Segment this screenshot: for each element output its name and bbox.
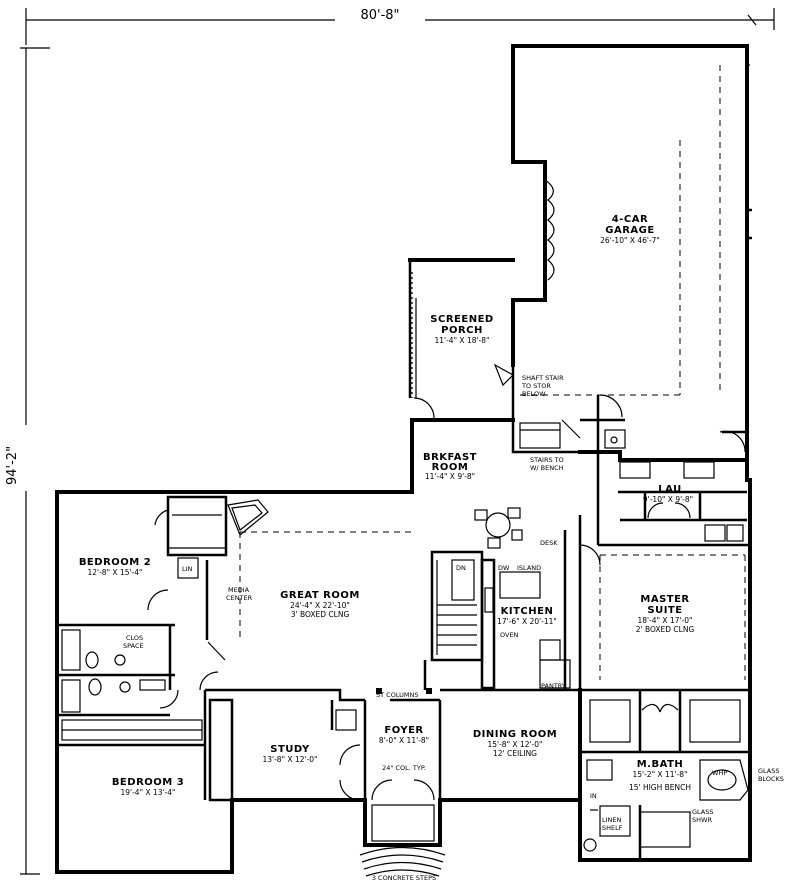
brkfast-name-line1: BRKFAST xyxy=(423,452,477,463)
master-name-line2: SUITE xyxy=(647,605,682,616)
great-room-details xyxy=(205,531,580,702)
oven-label: OVEN xyxy=(500,631,519,639)
storage-stair-label-2: W/ BENCH xyxy=(530,464,564,472)
desk-label: DESK xyxy=(540,539,558,547)
linen-label: LIN xyxy=(182,565,193,573)
room-labels: 4-CAR GARAGE 26'-10" X 46'-7" SCREENED P… xyxy=(79,214,784,882)
garage-name-line2: GARAGE xyxy=(605,225,654,236)
bedroom3-name: BEDROOM 3 xyxy=(112,777,184,788)
top-dimension-line: 80'-8" xyxy=(25,6,775,45)
front-steps-label: 3 CONCRETE STEPS xyxy=(372,874,436,882)
garage-dims: 26'-10" X 46'-7" xyxy=(600,236,660,245)
in-label: IN xyxy=(590,792,597,800)
master-dims: 18'-4" X 17'-0" xyxy=(638,616,693,625)
whp-label: WHP xyxy=(712,769,727,777)
stairs xyxy=(423,550,484,690)
media-label-2: CENTER xyxy=(226,594,253,602)
left-dimension-line: 94'-2" xyxy=(5,47,50,875)
mbath-dims: 15'-2" X 11'-8" xyxy=(633,770,688,779)
front-rooms xyxy=(208,698,446,877)
brkfast-dims: 11'-4" X 9'-8" xyxy=(425,472,475,481)
kitchen-dims: 17'-6" X 20'-11" xyxy=(497,617,557,626)
garage-details xyxy=(520,64,752,453)
linen-shelf-label-1: LINEN xyxy=(602,816,622,824)
great-room-name: GREAT ROOM xyxy=(280,590,360,601)
columns-label-2: 24" COL. TYP. xyxy=(382,764,426,772)
brkfast-name-line2: ROOM xyxy=(432,462,469,473)
glass-block-label-1: GLASS xyxy=(758,767,780,775)
master-note: 2' BOXED CLNG xyxy=(636,625,695,634)
width-dimension: 80'-8" xyxy=(360,8,399,23)
storage-stair-label-1: STAIRS TO xyxy=(530,456,564,464)
dining-name: DINING ROOM xyxy=(473,729,557,740)
attic-stair-label-3: BELOW xyxy=(522,390,546,398)
closet-label-2: SPACE xyxy=(123,642,144,650)
master-bath-details xyxy=(583,759,749,858)
dining-note: 12' CEILING xyxy=(493,749,537,758)
porch-details xyxy=(410,298,515,422)
kitchen-name: KITCHEN xyxy=(501,606,554,617)
glass-block-label-2: BLOCKS xyxy=(758,775,784,783)
linen-shelf-label-2: SHELF xyxy=(602,824,623,832)
great-room-dims: 24'-4" X 22'-10" xyxy=(290,601,350,610)
island-label: ISLAND xyxy=(517,564,541,572)
foyer-name: FOYER xyxy=(384,725,423,736)
closet-label-1: CLOS xyxy=(126,634,143,642)
exterior-walls xyxy=(55,44,752,874)
attic-stair-label-1: SHAFT STAIR xyxy=(522,374,564,382)
columns-label: ST COLUMNS xyxy=(376,691,418,699)
porch-name-line2: PORCH xyxy=(441,325,483,336)
depth-dimension: 94'-2" xyxy=(5,446,20,485)
pantry-label: PANTRY xyxy=(541,682,566,690)
study-name: STUDY xyxy=(270,744,310,755)
stair-dn-label: DN xyxy=(456,564,466,572)
master-closets xyxy=(580,690,750,754)
master-name-line1: MASTER xyxy=(640,594,689,605)
attic-stair-label-2: TO STOR xyxy=(521,382,551,390)
media-label-1: MEDIA xyxy=(228,586,250,594)
kitchen-details xyxy=(474,507,571,690)
service-area xyxy=(511,418,747,545)
bedroom3-dims: 19'-4" X 13'-4" xyxy=(121,788,176,797)
great-room-note: 3' BOXED CLNG xyxy=(291,610,350,619)
laundry-name: LAU xyxy=(658,484,681,495)
study-dims: 13'-8" X 12'-0" xyxy=(263,755,318,764)
glass-shwr-label-1: GLASS xyxy=(692,808,714,816)
foyer-dims: 8'-0" X 11'-8" xyxy=(379,736,429,745)
mbath-name: M.BATH xyxy=(637,759,684,770)
garage-name-line1: 4-CAR xyxy=(612,214,648,225)
glass-shwr-label-2: SHWR xyxy=(692,816,712,824)
mbath-note: 15' HIGH BENCH xyxy=(629,783,691,792)
porch-dims: 11'-4" X 18'-8" xyxy=(435,336,490,345)
bedroom2-dims: 12'-8" X 15'-4" xyxy=(88,568,143,577)
porch-name-line1: SCREENED xyxy=(430,314,493,325)
dining-dims: 15'-8" X 12'-0" xyxy=(488,740,543,749)
bedroom2-name: BEDROOM 2 xyxy=(79,557,151,568)
west-wing-walls xyxy=(57,495,269,800)
dw-label: DW xyxy=(498,564,510,572)
laundry-dims: 9'-10" X 9'-8" xyxy=(643,495,693,504)
